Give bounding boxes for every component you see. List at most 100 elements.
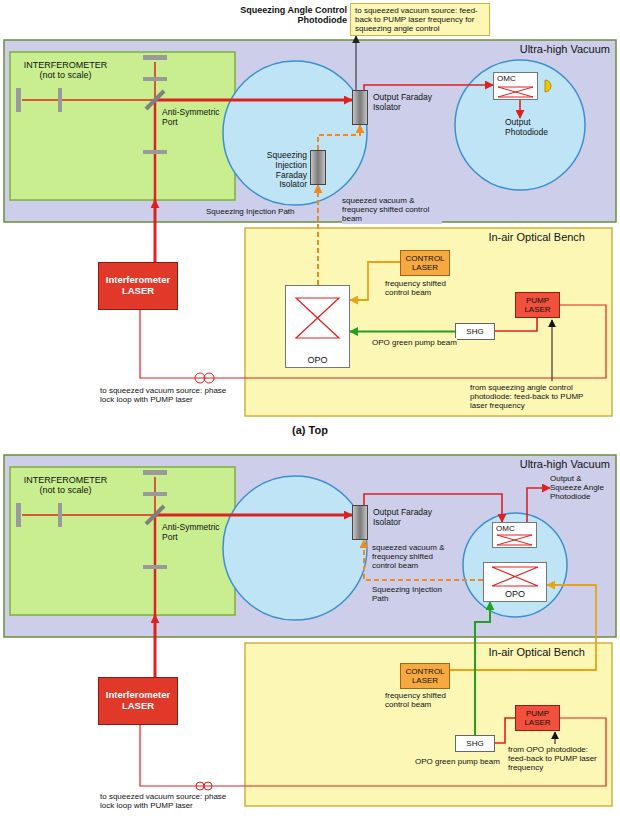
text-holder: Ultra-high Vacuum bbox=[490, 43, 610, 56]
interferometer-box: INTERFEROMETER (not to scale) Anti-Symmet… bbox=[10, 52, 235, 200]
node-text: Ultra-high Vacuum bbox=[490, 458, 610, 471]
node-text: Squeezing Angle Control Photodiode bbox=[237, 5, 347, 26]
annotation: from OPO photodiode: feed-back to PUMP l… bbox=[508, 745, 602, 773]
vacuum-chamber bbox=[223, 476, 367, 620]
beam-path bbox=[235, 514, 352, 517]
opo-cavity: OPO bbox=[483, 562, 547, 602]
label-holder: Squeezing Injection Path bbox=[372, 585, 458, 603]
label-holder: frequency shifted control beam bbox=[385, 691, 465, 709]
laser-box: Interferometer LASER bbox=[98, 262, 178, 310]
beam-path bbox=[527, 488, 550, 522]
node-text: OPO bbox=[487, 589, 543, 599]
laser-box: PUMP LASER bbox=[515, 705, 560, 731]
node-text: PUMP LASER bbox=[519, 709, 556, 727]
photodiode-label: Output Photodiode bbox=[505, 118, 567, 138]
node-text: CONTROL LASER bbox=[404, 667, 446, 685]
text-holder: In-air Optical Bench bbox=[465, 231, 585, 244]
mirror bbox=[143, 565, 167, 569]
label-holder: to squeezed vacuum source: phase lock lo… bbox=[100, 792, 240, 810]
annotation: Squeezing Injection Path bbox=[206, 207, 314, 216]
output-beam bbox=[155, 99, 235, 102]
text-holder: to squeezed vacuum source: feed-back to … bbox=[355, 6, 487, 34]
edge-label: frequency shifted control beam bbox=[385, 691, 465, 709]
beam-path bbox=[235, 99, 352, 102]
node-text: In-air Optical Bench bbox=[465, 231, 585, 244]
omc-cavity: OMC bbox=[492, 522, 537, 548]
output-beam bbox=[155, 514, 235, 517]
node-text: SHG bbox=[459, 739, 491, 748]
omc-ground bbox=[493, 72, 538, 100]
interferometer-optics bbox=[16, 470, 235, 615]
beam-path bbox=[318, 125, 360, 150]
label-holder: frequency shifted control beam bbox=[385, 279, 465, 297]
node-text: Output Faraday Isolator bbox=[373, 508, 435, 528]
omc-ground bbox=[492, 522, 537, 548]
omc-cavity: OMC bbox=[493, 72, 538, 100]
label-holder: Squeezing Injection Path bbox=[206, 207, 314, 216]
mirror bbox=[16, 88, 21, 112]
beam-path bbox=[475, 602, 490, 735]
text-holder: In-air Optical Bench bbox=[465, 646, 585, 659]
optical-bench: In-air Optical BenchCONTROL LASER SHG PUMP… bbox=[245, 643, 612, 806]
edge-label: squeezed vacuum & frequency shifted cont… bbox=[342, 196, 442, 224]
opo-cavity: OPO bbox=[285, 285, 350, 368]
photodiode-box: Squeezing Angle Control Photodiodeto squ… bbox=[350, 3, 490, 36]
node-text: OMC bbox=[496, 524, 534, 533]
beam-splitter bbox=[146, 91, 164, 109]
node-text: OMC bbox=[497, 74, 535, 83]
node-text: Output & Squeeze Angle Photodiode bbox=[550, 474, 614, 502]
arm-beam bbox=[22, 99, 155, 101]
node-text: Ultra-high Vacuum bbox=[490, 43, 610, 56]
feedback-arrow bbox=[555, 732, 556, 744]
region-fill bbox=[245, 228, 612, 416]
region-fill bbox=[4, 455, 616, 637]
node-text: Anti-Symmetric Port bbox=[162, 108, 224, 128]
node-text: Anti-Symmetric Port bbox=[162, 523, 224, 543]
node-text: Squeezing Injection Faraday Isolator bbox=[247, 151, 307, 190]
text-holder: INTERFEROMETER (not to scale) bbox=[18, 475, 113, 496]
beam-path bbox=[495, 718, 515, 743]
region-fill bbox=[245, 643, 612, 806]
feedback-arrow bbox=[552, 320, 553, 381]
text-holder: OMC bbox=[496, 524, 534, 533]
beam-path bbox=[154, 200, 157, 262]
label-holder: (a) Top bbox=[270, 424, 350, 437]
text-holder: Anti-Symmetric Port bbox=[162, 523, 224, 543]
mirror bbox=[143, 470, 167, 475]
vacuum-chamber bbox=[455, 60, 585, 190]
laser-box: PUMP LASER bbox=[515, 292, 560, 318]
beam-path bbox=[364, 85, 493, 90]
photodiode-symbol bbox=[545, 80, 551, 92]
opo-ground bbox=[483, 562, 547, 602]
annotation: Squeezing Injection Path bbox=[372, 585, 458, 603]
region-fill bbox=[10, 52, 235, 200]
omc-bowtie bbox=[497, 535, 532, 545]
connector-group bbox=[140, 36, 606, 786]
omc-bowtie bbox=[498, 87, 533, 97]
node-text: to squeezed vacuum source: feed-back to … bbox=[355, 6, 487, 34]
beam-path bbox=[450, 585, 596, 670]
edge-label: frequency shifted control beam bbox=[385, 279, 465, 297]
edge-label: to squeezed vacuum source: phase lock lo… bbox=[100, 386, 240, 404]
node-text: INTERFEROMETER (not to scale) bbox=[18, 60, 113, 81]
text-holder: INTERFEROMETER (not to scale) bbox=[18, 60, 113, 81]
text-holder: OMC bbox=[497, 74, 535, 83]
beam-path bbox=[364, 540, 483, 580]
node-text: Interferometer LASER bbox=[102, 275, 174, 297]
faraday-isolator: Output Faraday Isolator bbox=[352, 90, 368, 125]
text-holder: Output Faraday Isolator bbox=[373, 93, 435, 113]
beam-path bbox=[356, 36, 357, 90]
label-holder: squeezed vacuum & frequency shifted cont… bbox=[372, 543, 458, 571]
shg-crystal: SHG bbox=[455, 735, 495, 752]
faraday-isolator: Output Faraday Isolator bbox=[352, 505, 368, 540]
vacuum-chamber bbox=[463, 513, 567, 617]
label-holder: OPO green pump beam bbox=[415, 757, 500, 766]
beam-path bbox=[495, 318, 537, 331]
vacuum-region: Ultra-high VacuumINTERFEROMETER (not to … bbox=[4, 40, 616, 222]
mirror bbox=[16, 503, 21, 527]
text-holder: Squeezing Angle Control Photodiode bbox=[237, 5, 347, 26]
edge-label: OPO green pump beam bbox=[415, 757, 500, 766]
text-holder: Output Faraday Isolator bbox=[373, 508, 435, 528]
label-holder: squeezed vacuum & frequency shifted cont… bbox=[342, 196, 442, 224]
